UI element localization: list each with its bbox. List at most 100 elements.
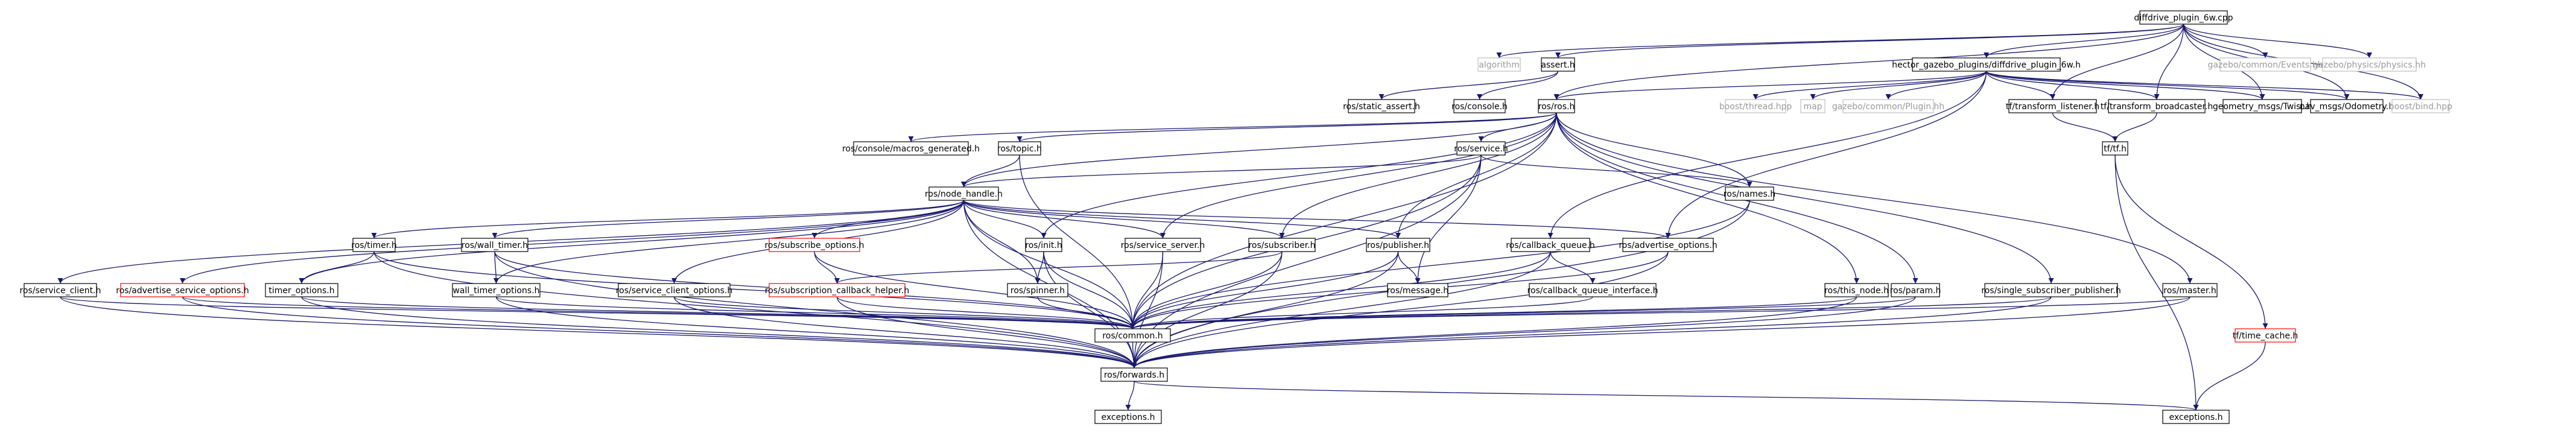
edge-init-to-common	[1043, 251, 1135, 329]
node-subcbhelper-box	[769, 283, 906, 297]
node-advsrvopts[interactable]: ros/advertise_service_options.h	[116, 283, 249, 297]
node-message[interactable]: ros/message.h	[1387, 283, 1448, 297]
node-nodehandle[interactable]: ros/node_handle.h	[925, 186, 1003, 201]
node-srvclientopts-label: ros/service_client_options.h	[616, 286, 733, 296]
node-srvclientopts[interactable]: ros/service_client_options.h	[616, 283, 733, 297]
node-ros[interactable]: ros/ros.h	[1538, 99, 1575, 113]
node-rosexceptions[interactable]: exceptions.h	[2162, 410, 2230, 424]
node-timecache[interactable]: tf/time_cache.h	[2233, 328, 2298, 343]
node-init-label: ros/init.h	[1025, 241, 1062, 250]
node-subscriber[interactable]: ros/subscriber.h	[1248, 238, 1316, 252]
node-algorithm: algorithm	[1477, 57, 1521, 72]
node-subopts[interactable]: ros/subscribe_options.h	[764, 238, 864, 252]
edge-tftf-to-rosexceptions	[2114, 154, 2199, 411]
node-root[interactable]: diffdrive_plugin_6w.cpp	[2134, 10, 2233, 25]
node-spinner[interactable]: ros/spinner.h	[1007, 283, 1068, 297]
node-param[interactable]: ros/param.h	[1890, 283, 1941, 297]
node-gzplugin-label: gazebo/common/Plugin.hh	[1832, 102, 1944, 112]
node-thisnode-label: ros/this_node.h	[1824, 286, 1889, 296]
node-thread: boost/thread.hpp	[1719, 99, 1792, 113]
node-timeropts-label: timer_options.h	[268, 286, 334, 296]
edge-tflistener-to-tftf	[2052, 112, 2118, 142]
node-odometry[interactable]: nav_msgs/Odometry.h	[2300, 99, 2394, 113]
node-walltimeropts[interactable]: wall_timer_options.h	[452, 283, 541, 297]
node-service-label: ros/service.h	[1454, 144, 1508, 154]
node-topic[interactable]: ros/topic.h	[997, 141, 1042, 156]
node-srvserver[interactable]: ros/service_server.h	[1121, 238, 1205, 252]
node-map: map	[1800, 99, 1826, 113]
edge-hector-to-gzplugin	[1885, 71, 1987, 100]
edge-assert-to-console	[1477, 71, 1559, 100]
node-thread-label: boost/thread.hpp	[1719, 102, 1792, 112]
edge-publisher-to-forwards	[1131, 251, 1399, 369]
node-subopts-box	[769, 238, 860, 252]
node-gzevents: gazebo/common/Events.hh	[2208, 57, 2323, 72]
node-bind-box	[2391, 99, 2450, 113]
node-forwards[interactable]: ros/forwards.h	[1100, 367, 1168, 382]
node-timer[interactable]: ros/timer.h	[351, 238, 397, 252]
node-subcbhelper[interactable]: ros/subscription_callback_helper.h	[765, 283, 909, 297]
edge-timer-to-common	[373, 251, 1135, 329]
node-twist[interactable]: geometry_msgs/Twist.h	[2213, 99, 2312, 113]
edge-forwards-to-rosexceptions	[1134, 381, 2198, 411]
node-spinner-box	[1007, 283, 1068, 297]
node-timecache-box	[2235, 328, 2296, 343]
edge-publisher-to-common	[1130, 251, 1399, 329]
node-root-box	[2139, 10, 2228, 25]
node-timer-box	[352, 238, 396, 252]
node-names[interactable]: ros/names.h	[1724, 186, 1775, 201]
edge-nodehandle-to-walltimer	[492, 200, 965, 239]
node-walltimer[interactable]: ros/wall_timer.h	[461, 238, 528, 252]
node-advopts[interactable]: ros/advertise_options.h	[1619, 238, 1718, 252]
edge-srvclientopts-to-forwards	[673, 296, 1137, 369]
edge-advopts-to-forwards	[1131, 251, 1669, 369]
edge-spinner-to-common	[1037, 296, 1135, 329]
edge-hector-to-cbqueue	[1547, 71, 1987, 239]
edge-singlesub-to-common	[1130, 296, 2052, 329]
node-macros[interactable]: ros/console/macros_generated.h	[842, 141, 980, 156]
edge-root-to-hector	[1984, 24, 2184, 59]
node-walltimeropts-label: wall_timer_options.h	[452, 286, 539, 296]
node-srvserver-box	[1125, 238, 1201, 252]
node-cbqi-box	[1529, 283, 1657, 297]
edge-layer	[57, 24, 2423, 411]
edge-nodehandle-to-subscriber	[963, 200, 1285, 239]
node-assert[interactable]: assert.h	[1541, 57, 1575, 72]
edge-timer-to-timeropts	[299, 251, 375, 284]
node-static_assert[interactable]: ros/static_assert.h	[1343, 99, 1420, 113]
edge-cbqueue-to-cbqi	[1550, 251, 1596, 284]
edge-param-to-forwards	[1131, 296, 1916, 369]
edge-ros-to-publisher	[1395, 112, 1557, 239]
node-thisnode[interactable]: ros/this_node.h	[1824, 283, 1889, 297]
node-cbqi[interactable]: ros/callback_queue_interface.h	[1528, 283, 1658, 297]
node-exceptions[interactable]: exceptions.h	[1094, 410, 1162, 424]
node-forwards-label: ros/forwards.h	[1104, 370, 1164, 380]
node-hector[interactable]: hector_gazebo_plugins/diffdrive_plugin_6…	[1892, 57, 2081, 72]
node-tftf-label: tf/tf.h	[2104, 144, 2127, 154]
node-gzplugin-box	[1842, 99, 1934, 113]
edge-hector-to-ros	[1553, 71, 1987, 100]
edge-cbqueue-to-common	[1130, 251, 1551, 329]
node-publisher[interactable]: ros/publisher.h	[1366, 238, 1430, 252]
node-master[interactable]: ros/master.h	[2162, 283, 2218, 297]
edge-srvclientopts-to-common	[673, 296, 1135, 329]
node-console[interactable]: ros/console.h	[1451, 99, 1508, 113]
node-publisher-box	[1366, 238, 1430, 252]
node-tflistener[interactable]: tf/transform_listener.h	[2006, 99, 2099, 113]
node-timeropts[interactable]: timer_options.h	[265, 283, 338, 297]
node-tfbroadcaster-label: tf/transform_broadcaster.h	[2101, 102, 2213, 112]
node-gzphysics-label: gazebo/physics/physics.hh	[2313, 60, 2426, 70]
node-gzphysics: gazebo/physics/physics.hh	[2313, 57, 2426, 72]
node-map-box	[1800, 99, 1826, 113]
node-tftf[interactable]: tf/tf.h	[2102, 141, 2128, 156]
edge-hector-to-odometry	[1985, 71, 2350, 100]
edge-thisnode-to-common	[1130, 296, 1857, 329]
node-srvclient[interactable]: ros/service_client.h	[20, 283, 101, 297]
node-service[interactable]: ros/service.h	[1454, 141, 1508, 156]
node-singlesub[interactable]: ros/single_subscriber_publisher.h	[1981, 283, 2121, 297]
node-init[interactable]: ros/init.h	[1025, 238, 1062, 252]
node-cbqueue[interactable]: ros/callback_queue.h	[1506, 238, 1595, 252]
node-common[interactable]: ros/common.h	[1094, 328, 1171, 343]
edge-cbqueue-to-forwards	[1131, 251, 1551, 369]
node-tfbroadcaster[interactable]: tf/transform_broadcaster.h	[2101, 99, 2213, 113]
